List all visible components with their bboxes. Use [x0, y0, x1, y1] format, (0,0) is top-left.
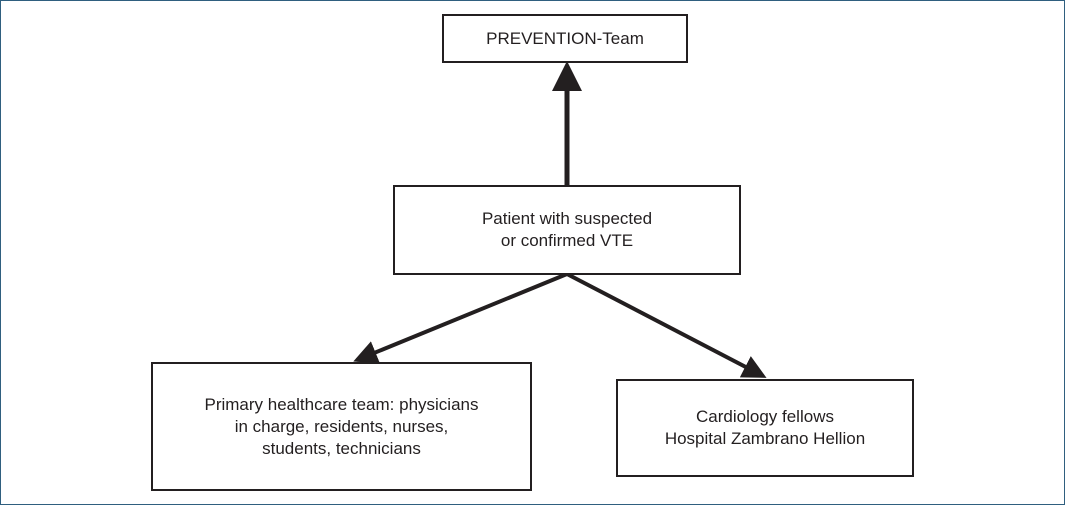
node-cardiology-fellows-label: Cardiology fellows Hospital Zambrano Hel… — [664, 407, 866, 448]
node-prevention-team: PREVENTION-Team — [442, 14, 688, 63]
arrow-to-primary-healthcare-team — [353, 272, 568, 364]
node-patient-label: Patient with suspected or confirmed VTE — [481, 209, 653, 250]
node-cardiology-fellows: Cardiology fellows Hospital Zambrano Hel… — [616, 379, 914, 477]
node-primary-healthcare-team-label: Primary healthcare team: physicians in c… — [204, 394, 479, 458]
node-primary-healthcare-team: Primary healthcare team: physicians in c… — [151, 362, 532, 491]
node-prevention-team-label: PREVENTION-Team — [486, 28, 644, 48]
arrow-to-cardiology-fellows — [566, 272, 767, 378]
node-patient: Patient with suspected or confirmed VTE — [393, 185, 741, 275]
